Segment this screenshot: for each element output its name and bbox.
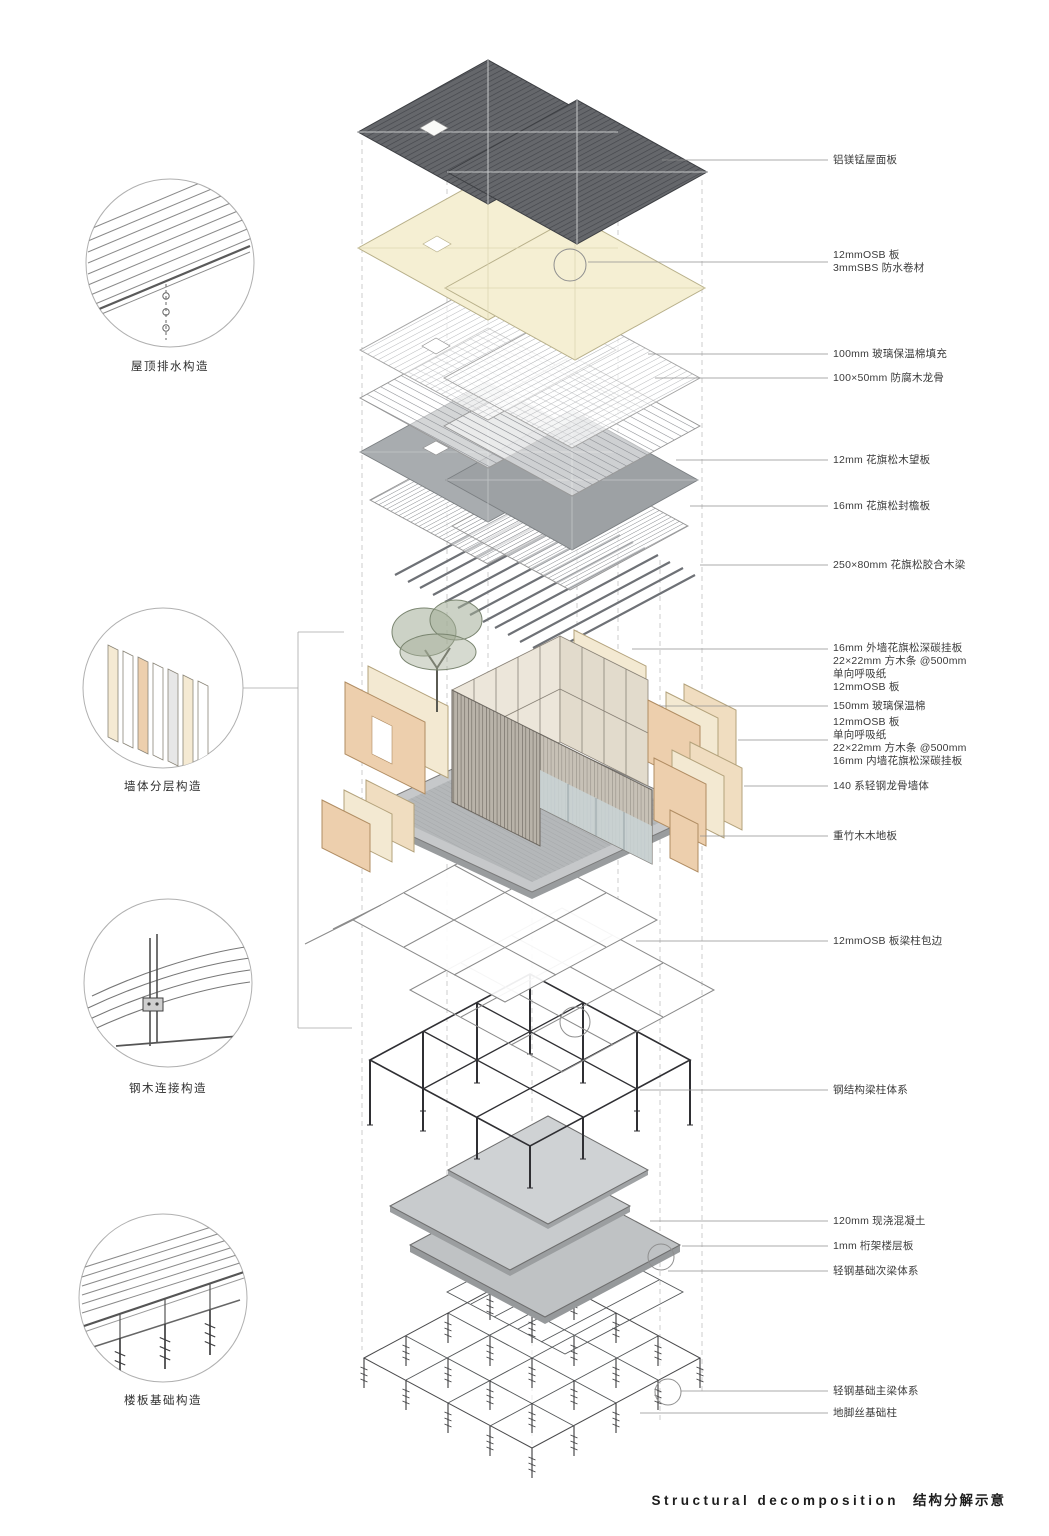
connector-lines <box>243 631 352 1029</box>
magnifier-circles <box>553 248 682 1406</box>
leader-lines <box>588 159 828 1414</box>
callout-label-wall-layers: 墙体分层构造 <box>124 781 202 793</box>
title-chinese: 结构分解示意 <box>913 1493 1006 1508</box>
annotation-roof-sheet: 铝镁锰屋面板 <box>833 154 898 166</box>
annotation-bamboo-floor: 重竹木木地板 <box>833 830 898 842</box>
detail-circle-floor-foundation <box>78 1213 248 1383</box>
page-title: Structural decomposition 结构分解示意 <box>560 1489 1006 1510</box>
concrete-slab-layer <box>388 1115 684 1355</box>
tree <box>391 599 483 712</box>
roof-metal-sheet-layer <box>356 59 709 245</box>
title-english: Structural decomposition <box>651 1493 899 1508</box>
annotation-glulam-beam: 250×80mm 花旗松胶合木梁 <box>833 559 966 571</box>
annotation-wood-joist: 100×50mm 防腐木龙骨 <box>833 372 945 384</box>
annotation-truss-deck: 1mm 桁架楼层板 <box>833 1240 914 1252</box>
annotation-primary-beams: 轻钢基础主梁体系 <box>833 1385 919 1397</box>
annotation-secondary-beams: 轻钢基础次梁体系 <box>833 1265 919 1277</box>
wall-panels-right <box>647 683 743 873</box>
slat-walls <box>451 689 653 865</box>
building-body <box>321 599 743 899</box>
callout-label-steel-wood-joint: 钢木连接构造 <box>129 1083 207 1095</box>
annotation-wall-insulation: 150mm 玻璃保温棉 <box>833 700 926 712</box>
annotation-anchor-piles: 地脚丝基础柱 <box>833 1407 898 1419</box>
annotation-insulation-fill: 100mm 玻璃保温棉填充 <box>833 348 948 360</box>
annotation-steel-frame: 钢结构梁柱体系 <box>833 1084 908 1096</box>
detail-circle-wall-layers <box>82 607 244 769</box>
foundation-grid-layer <box>359 1267 705 1479</box>
steel-columns <box>369 974 691 1188</box>
annotation-osb-wrap: 12mmOSB 板梁柱包边 <box>833 935 943 947</box>
detail-circle-roof-drainage <box>85 178 255 348</box>
detail-circle-steel-wood-connection <box>83 898 253 1068</box>
steel-frame-layer <box>367 973 693 1189</box>
callout-label-floor-foundation: 楼板基础构造 <box>124 1395 202 1407</box>
annotation-eave-board: 16mm 花旗松封檐板 <box>833 500 931 512</box>
annotation-steel-stud-wall: 140 系轻钢龙骨墙体 <box>833 780 930 792</box>
annotation-sheathing: 12mm 花旗松木望板 <box>833 454 931 466</box>
wall-panels-left <box>321 779 415 873</box>
callout-label-roof-drainage: 屋顶排水构造 <box>131 361 209 373</box>
annotation-concrete: 120mm 现浇混凝土 <box>833 1215 926 1227</box>
